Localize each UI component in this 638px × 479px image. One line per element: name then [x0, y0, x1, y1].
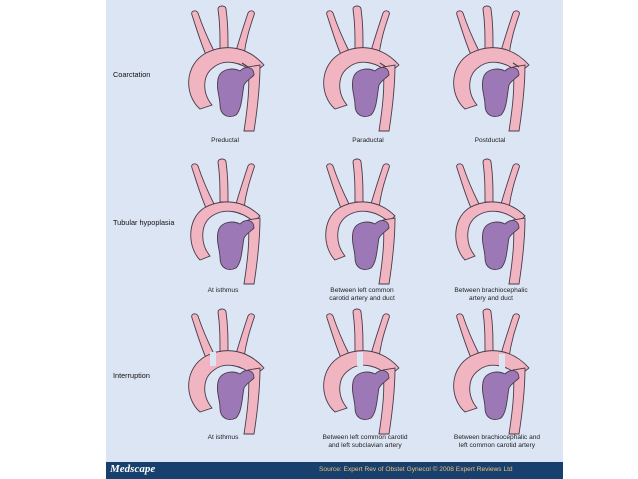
- brachiocephalic-branch: [191, 163, 215, 209]
- interruption-gap: [210, 352, 216, 366]
- pulmonary-trunk: [352, 67, 390, 117]
- left-subclavian-branch: [370, 313, 390, 359]
- diagram-interruption-lcca-lsa: [323, 308, 400, 435]
- diagram-hypoplasia-lcca-duct: [325, 158, 396, 285]
- left-common-carotid-branch: [217, 308, 229, 353]
- caption-between-brachiocephalic-duct: Between brachiocephalic artery and duct: [454, 287, 528, 302]
- brachiocephalic-branch: [191, 10, 215, 56]
- brachiocephalic-branch: [456, 10, 480, 56]
- diagram-paraductal: [323, 5, 400, 132]
- aortic-arch: [323, 350, 400, 413]
- left-subclavian-branch: [500, 10, 520, 56]
- aortic-arch: [453, 350, 530, 413]
- footer-bar: [106, 462, 563, 479]
- left-common-carotid-branch: [217, 158, 229, 203]
- left-common-carotid-branch: [482, 308, 494, 353]
- aortic-arch: [190, 201, 261, 261]
- left-common-carotid-branch: [217, 5, 229, 50]
- descending-aorta: [243, 367, 261, 435]
- pulmonary-trunk: [482, 220, 520, 270]
- brachiocephalic-branch: [326, 10, 350, 56]
- descending-aorta: [243, 64, 261, 132]
- coarctation-narrowing: [241, 62, 249, 68]
- aortic-arch: [453, 47, 530, 110]
- left-subclavian-branch: [500, 163, 520, 209]
- coarctation-narrowing: [379, 62, 387, 68]
- left-subclavian-branch: [500, 313, 520, 359]
- left-subclavian-branch: [370, 163, 390, 209]
- caption-between-lcca-duct: Between left common carotid artery and d…: [329, 287, 395, 302]
- diagram-hypoplasia-isthmus: [190, 158, 261, 285]
- pulmonary-trunk: [217, 67, 255, 117]
- left-subclavian-branch: [235, 10, 255, 56]
- diagram-interruption-isthmus: [188, 308, 265, 435]
- row-label-interruption: Interruption: [113, 371, 150, 380]
- pulmonary-trunk: [352, 370, 390, 420]
- aortic-arch: [188, 47, 265, 110]
- aortic-arch: [325, 201, 396, 261]
- diagram-interruption-brachio-lcca: [453, 308, 530, 435]
- diagram-postductal: [453, 5, 530, 132]
- descending-aorta: [378, 64, 396, 132]
- caption-paraductal: Paraductal: [352, 137, 384, 144]
- left-subclavian-branch: [235, 313, 255, 359]
- left-subclavian-branch: [370, 10, 390, 56]
- pulmonary-trunk: [352, 220, 390, 270]
- left-common-carotid-branch: [352, 158, 364, 203]
- left-common-carotid-branch: [352, 308, 364, 353]
- coarctation-narrowing: [512, 62, 520, 68]
- brachiocephalic-branch: [456, 313, 480, 359]
- left-common-carotid-branch: [352, 5, 364, 50]
- descending-aorta: [508, 367, 526, 435]
- left-common-carotid-branch: [482, 158, 494, 203]
- descending-aorta: [378, 367, 396, 435]
- row-label-coarctation: Coarctation: [113, 70, 151, 79]
- caption-at-isthmus-hypoplasia: At isthmus: [207, 287, 239, 294]
- pulmonary-trunk: [482, 67, 520, 117]
- interruption-gap: [499, 354, 505, 368]
- left-common-carotid-branch: [482, 5, 494, 50]
- pulmonary-trunk: [217, 220, 255, 270]
- brachiocephalic-branch: [456, 163, 480, 209]
- caption-at-isthmus-interruption: At isthmus: [207, 434, 239, 441]
- aortic-arch: [455, 201, 526, 261]
- descending-aorta: [243, 217, 261, 285]
- descending-aorta: [378, 217, 396, 285]
- row-label-tubular-hypoplasia: Tubular hypoplasia: [113, 218, 175, 227]
- brachiocephalic-branch: [326, 313, 350, 359]
- pulmonary-trunk: [482, 370, 520, 420]
- source-credit: Source: Expert Rev of Obstet Gynecol © 2…: [319, 466, 513, 473]
- caption-postductal: Postductal: [474, 137, 506, 144]
- medscape-logo: Medscape: [110, 463, 156, 475]
- caption-between-brachiocephalic-lcca: Between brachiocephalic and left common …: [453, 434, 541, 449]
- aortic-arch: [188, 350, 265, 413]
- brachiocephalic-branch: [326, 163, 350, 209]
- descending-aorta: [508, 217, 526, 285]
- descending-aorta: [508, 64, 526, 132]
- left-subclavian-branch: [235, 163, 255, 209]
- caption-between-lcca-lsa: Between left common carotid and left sub…: [322, 434, 408, 449]
- diagram-hypoplasia-brachio-duct: [455, 158, 526, 285]
- pulmonary-trunk: [217, 370, 255, 420]
- brachiocephalic-branch: [191, 313, 215, 359]
- caption-preductal: Preductal: [211, 137, 239, 144]
- diagram-preductal: [188, 5, 265, 132]
- interruption-gap: [357, 352, 363, 366]
